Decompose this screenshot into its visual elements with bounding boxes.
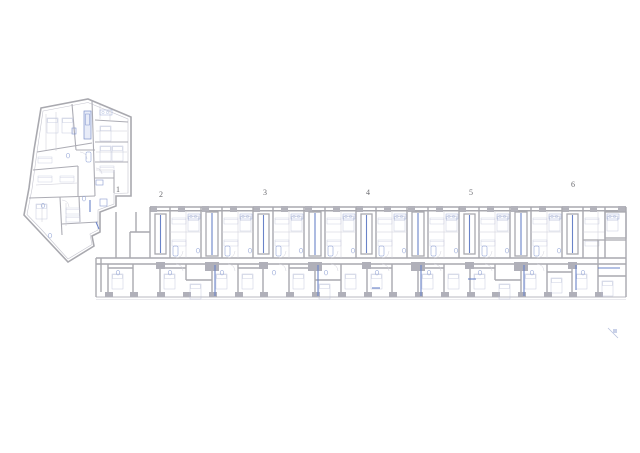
bottom-right-tick (607, 327, 619, 339)
block-foot-nodes (105, 292, 603, 297)
block-west-return (95, 212, 150, 297)
block-stair-shafts (154, 211, 579, 257)
axis-label-1: 1 (116, 185, 120, 194)
wing-blue-fixtures (40, 110, 108, 239)
block-upper-cross-walls (149, 207, 627, 297)
wing-outer-walls (23, 98, 132, 264)
wing-detail-lines (35, 105, 127, 226)
block-north-piers (150, 206, 626, 212)
main-linear-block-group (95, 206, 627, 300)
axis-label-5: 5 (469, 188, 473, 197)
block-lower-partitions (107, 264, 626, 296)
axis-label-3: 3 (263, 188, 267, 197)
east-end-rooms (583, 211, 627, 264)
angled-wing-group (23, 98, 132, 264)
block-pier-nodes (156, 262, 577, 271)
wing-partitions (28, 100, 129, 236)
wing-outer-wall-inner-face (26, 102, 129, 260)
axis-label-4: 4 (366, 188, 370, 197)
module-group (105, 207, 627, 297)
block-stair-treads (159, 213, 574, 255)
block-door-swings (175, 250, 545, 272)
wing-door-swings (61, 151, 103, 208)
block-blue-risers (214, 265, 620, 296)
axis-label-6: 6 (571, 180, 575, 189)
axis-label-2: 2 (159, 190, 163, 199)
